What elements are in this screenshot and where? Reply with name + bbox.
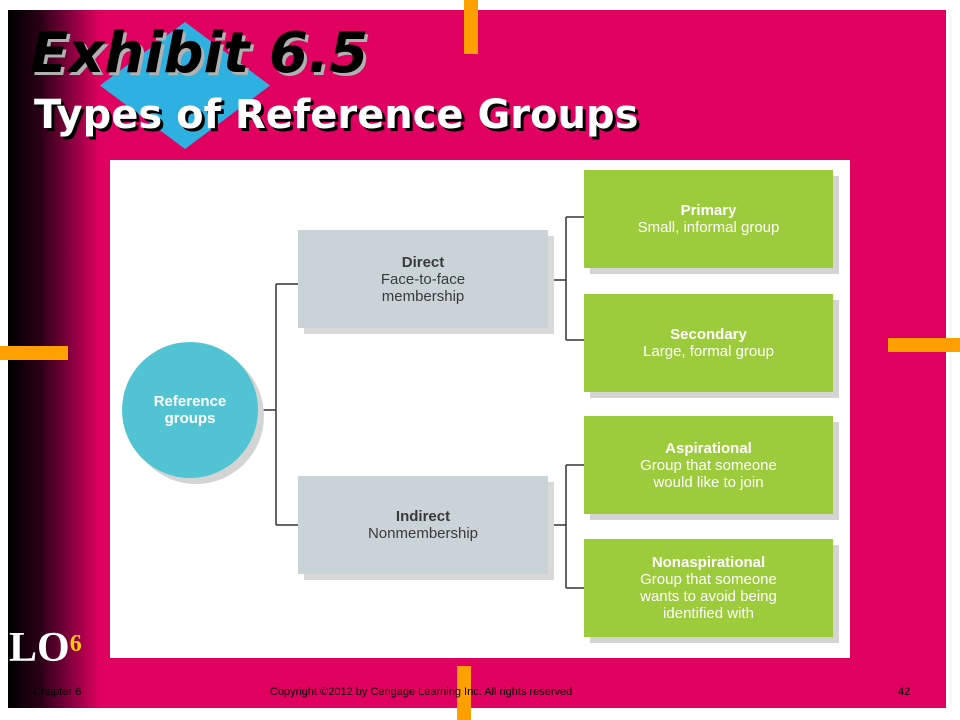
node-aspirational: Aspirational Group that someone would li…: [584, 416, 833, 514]
node-primary: Primary Small, informal group: [584, 170, 833, 268]
node-primary-line1: Small, informal group: [637, 219, 780, 236]
accent-bar-right: [888, 338, 960, 352]
node-nonaspirational: Nonaspirational Group that someone wants…: [584, 539, 833, 637]
learning-objective-badge: LO6: [9, 626, 82, 670]
node-indirect-line1: Nonmembership: [367, 525, 479, 542]
node-reference-groups-line2: groups: [164, 410, 216, 427]
accent-bar-left: [0, 346, 68, 360]
node-direct-line2: membership: [381, 287, 465, 305]
slide-title: Exhibit 6.5: [30, 21, 369, 86]
node-aspirational-title: Aspirational: [665, 439, 752, 457]
footer-chapter: Chapter 6: [33, 686, 82, 698]
node-direct: Direct Face-to-face membership: [298, 230, 548, 328]
lo-label: LO: [9, 625, 70, 671]
node-secondary: Secondary Large, formal group: [584, 294, 833, 392]
node-aspirational-line1: Group that someone: [640, 456, 777, 474]
node-nonaspirational-line3: identified with: [663, 605, 754, 622]
node-direct-title: Direct: [401, 253, 445, 271]
node-indirect-title: Indirect: [395, 508, 451, 525]
node-reference-groups-line1: Reference: [153, 393, 227, 410]
footer-copyright: Copyright ©2012 by Cengage Learning Inc.…: [270, 686, 573, 698]
node-secondary-title: Secondary: [670, 326, 747, 343]
node-direct-line1: Face-to-face: [380, 270, 466, 288]
node-aspirational-line2: would like to join: [653, 473, 764, 491]
slide-subtitle: Types of Reference Groups: [34, 92, 639, 138]
accent-bar-bottom: [457, 666, 471, 720]
node-nonaspirational-line2: wants to avoid being: [640, 588, 777, 605]
node-reference-groups: Reference groups: [122, 342, 258, 478]
node-nonaspirational-title: Nonaspirational: [651, 554, 766, 571]
footer-page-number: 42: [898, 686, 911, 698]
node-secondary-line1: Large, formal group: [643, 343, 774, 360]
node-primary-title: Primary: [680, 202, 737, 219]
accent-bar-top: [464, 0, 478, 54]
lo-number: 6: [69, 631, 82, 657]
node-nonaspirational-line1: Group that someone: [640, 571, 777, 588]
node-indirect: Indirect Nonmembership: [298, 476, 548, 574]
